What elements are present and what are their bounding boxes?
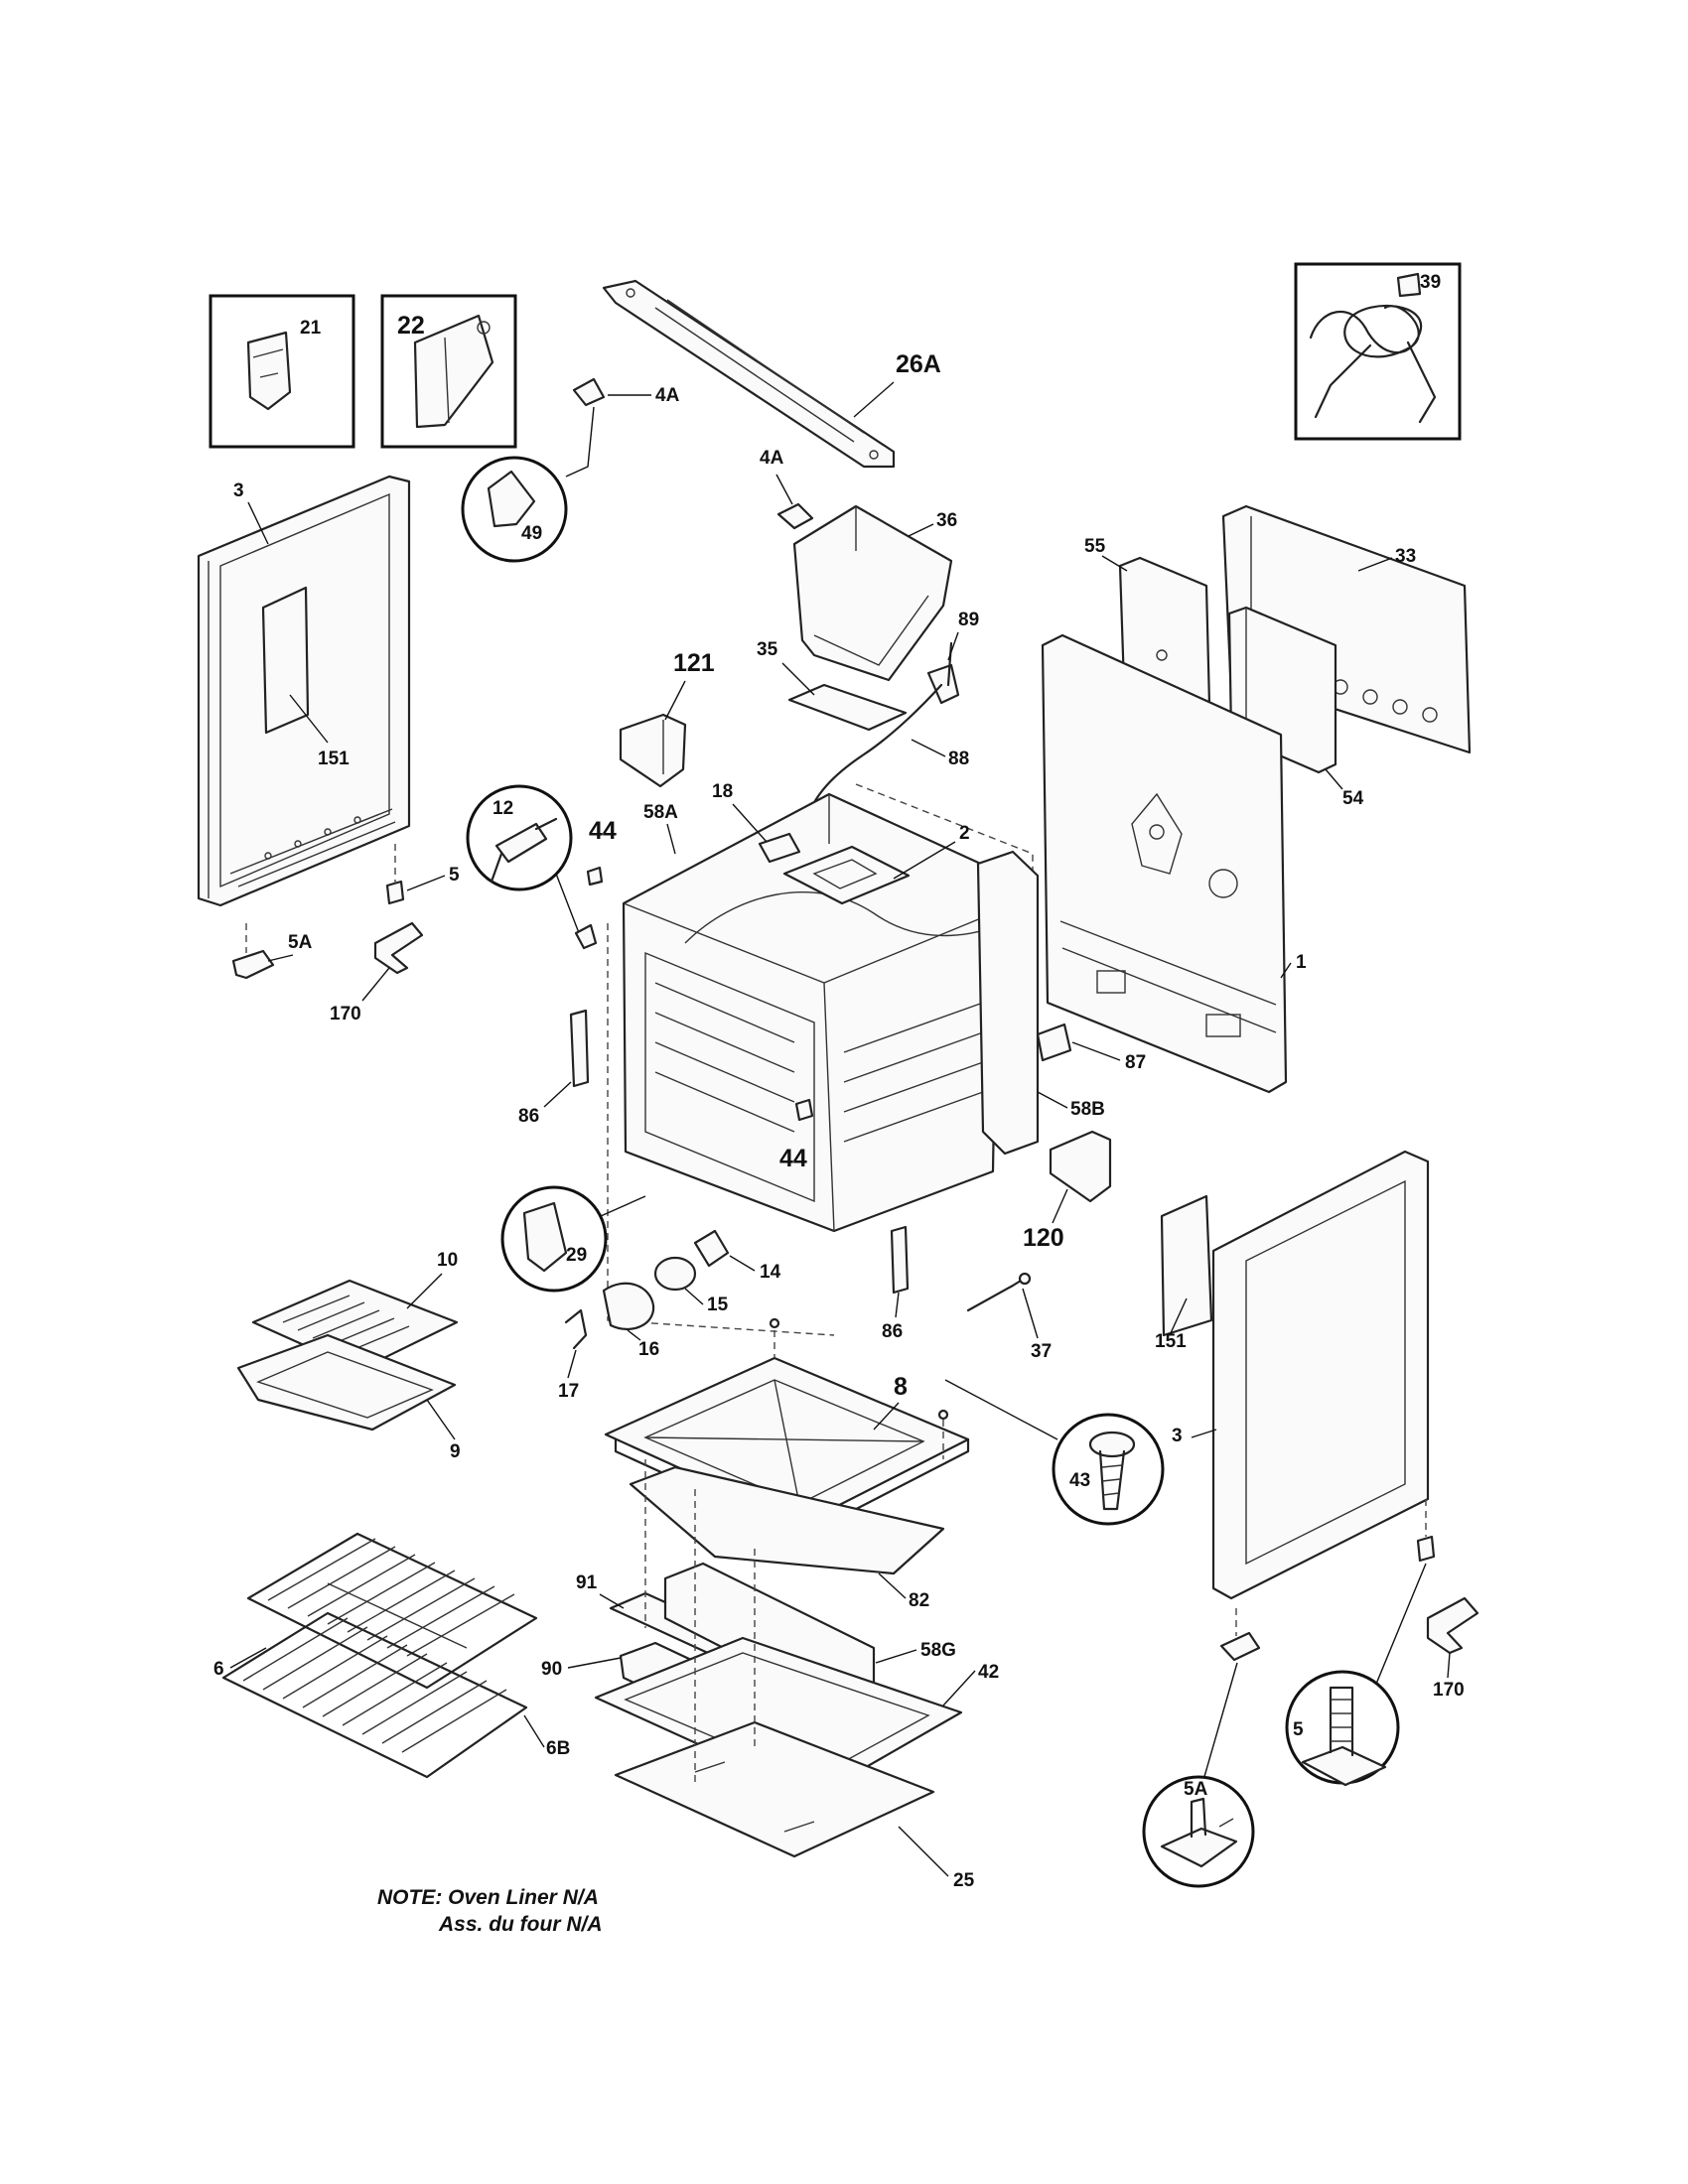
screw-44-top: 44 — [586, 817, 617, 887]
side-panel-left: 3 151 — [197, 475, 411, 907]
oven-rack-6: 6 — [213, 1532, 538, 1690]
callout-5A-left: 5A — [288, 932, 313, 953]
note-line-2: Ass. du four N/A — [439, 1913, 603, 1936]
callout-44-mid: 44 — [779, 1145, 807, 1172]
wire-harness-88-89: 89 88 — [802, 610, 979, 826]
callout-86-left: 86 — [518, 1106, 539, 1127]
note-line-1: NOTE: Oven Liner N/A — [377, 1886, 599, 1909]
leveler-left-group: 5 5A 170 — [231, 844, 460, 1024]
callout-3-left: 3 — [233, 480, 244, 501]
callout-90: 90 — [541, 1659, 562, 1680]
callout-37: 37 — [1031, 1341, 1052, 1362]
detail-circle-43: 43 — [944, 1379, 1165, 1526]
callout-89: 89 — [958, 610, 979, 630]
plate-2: 2 — [782, 823, 970, 905]
back-panel-1: 1 — [1041, 633, 1307, 1094]
detail-circle-49: 49 — [461, 456, 568, 563]
callout-58A: 58A — [643, 802, 678, 823]
callout-58G: 58G — [920, 1640, 956, 1661]
callout-33: 33 — [1395, 546, 1416, 567]
callout-54: 54 — [1342, 788, 1364, 809]
oven-body-58A: 58A — [607, 783, 1034, 1336]
top-bracket-26A: 26A — [602, 279, 941, 469]
callout-86-right: 86 — [882, 1321, 903, 1342]
callout-44-top: 44 — [589, 817, 617, 845]
callout-15: 15 — [707, 1295, 729, 1315]
callout-3-right: 3 — [1172, 1426, 1183, 1446]
callout-82: 82 — [909, 1590, 929, 1611]
screw-44-mid: 44 — [779, 1098, 814, 1172]
side-panel-right: 151 3 — [1155, 1150, 1430, 1600]
bracket-86-right: 86 — [882, 1225, 910, 1342]
broiler-pan: 10 9 — [236, 1250, 461, 1462]
callout-55: 55 — [1084, 536, 1106, 557]
callout-4A-top: 4A — [655, 385, 680, 406]
callout-21: 21 — [300, 318, 322, 339]
insulation-36: 36 — [792, 504, 957, 682]
inset-box-39: 39 — [1294, 262, 1462, 441]
oven-rack-6B: 6B — [221, 1611, 570, 1779]
callout-87: 87 — [1125, 1052, 1146, 1073]
detail-circle-5-right: 5 — [1285, 1670, 1400, 1787]
bracket-121: 121 — [619, 649, 715, 788]
bracket-86-left: 86 — [518, 1009, 590, 1127]
sensor-37: 37 — [966, 1272, 1052, 1362]
callout-49: 49 — [521, 523, 542, 544]
shield-82: 82 — [629, 1465, 945, 1611]
callout-42: 42 — [978, 1662, 999, 1683]
callout-151-right: 151 — [1155, 1331, 1187, 1352]
callout-10: 10 — [437, 1250, 458, 1271]
insulation-35: 35 — [757, 639, 908, 732]
detail-circle-5A-right: 5A — [1142, 1775, 1255, 1888]
callout-16: 16 — [638, 1339, 659, 1360]
callout-5A-right: 5A — [1184, 1779, 1208, 1800]
callout-14: 14 — [760, 1262, 781, 1283]
lamp-assembly: 14 15 16 17 — [558, 1229, 781, 1402]
dashed-guides — [644, 1409, 949, 1787]
terminal-block-87: 87 — [1036, 1023, 1146, 1073]
inset-box-22: 22 — [380, 294, 517, 449]
callout-29: 29 — [566, 1245, 587, 1266]
callout-25: 25 — [953, 1870, 975, 1891]
callout-6B: 6B — [546, 1738, 570, 1759]
callout-12: 12 — [492, 798, 513, 819]
callout-39: 39 — [1420, 272, 1441, 293]
callout-170-left: 170 — [330, 1004, 361, 1024]
callout-1: 1 — [1296, 952, 1307, 973]
callout-91: 91 — [576, 1572, 598, 1593]
callout-35: 35 — [757, 639, 778, 660]
callout-151-left: 151 — [318, 749, 350, 769]
callout-26A: 26A — [896, 350, 941, 378]
callout-170-right: 170 — [1433, 1680, 1465, 1701]
callout-43: 43 — [1069, 1470, 1090, 1491]
detail-circle-12: 12 — [466, 784, 598, 950]
sensor-18: 18 — [712, 781, 801, 864]
callout-4A-mid: 4A — [760, 448, 784, 469]
callout-58B: 58B — [1070, 1099, 1105, 1120]
leveler-right-group: 170 — [1200, 1499, 1479, 1788]
callout-88: 88 — [948, 749, 969, 769]
insulation-58B: 58B — [976, 850, 1105, 1156]
callout-2: 2 — [959, 823, 970, 844]
callout-8: 8 — [894, 1373, 908, 1401]
callout-6: 6 — [213, 1659, 224, 1680]
callout-9: 9 — [450, 1441, 461, 1462]
bracket-120: 120 — [1023, 1130, 1112, 1252]
drawer-frame-42: 42 — [594, 1636, 999, 1799]
clip-4A-top: 4A — [565, 377, 680, 478]
panel-25: 25 — [614, 1720, 975, 1891]
diagram-note: NOTE: Oven Liner N/A Ass. du four N/A — [377, 1884, 695, 1938]
callout-17: 17 — [558, 1381, 579, 1402]
callout-18: 18 — [712, 781, 733, 802]
callout-5-left: 5 — [449, 865, 460, 886]
callout-121: 121 — [673, 649, 715, 677]
inset-box-21: 21 — [209, 294, 355, 449]
clip-4A-mid: 4A — [760, 448, 814, 530]
callout-22: 22 — [397, 312, 425, 340]
callout-5-right: 5 — [1293, 1719, 1304, 1740]
detail-circle-29: 29 — [500, 1185, 646, 1293]
callout-120: 120 — [1023, 1224, 1064, 1252]
callout-36: 36 — [936, 510, 957, 531]
